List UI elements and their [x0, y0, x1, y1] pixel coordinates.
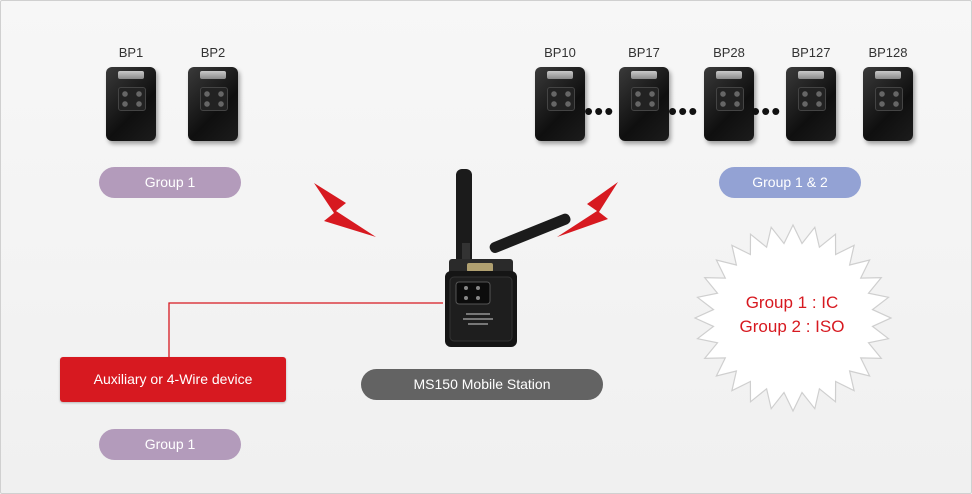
- beltpack-icon: [188, 67, 238, 141]
- beltpack-icon: [704, 67, 754, 141]
- group-definitions: Group 1 : IC Group 2 : ISO: [697, 291, 887, 339]
- beltpack-label: BP17: [628, 45, 660, 60]
- beltpack-icon: [863, 67, 913, 141]
- lightning-bolt-icon: [557, 182, 618, 237]
- beltpack-label: BP127: [791, 45, 831, 60]
- group-pill-right-top: Group 1 & 2: [719, 167, 861, 198]
- beltpack-label: BP10: [544, 45, 576, 60]
- beltpack-label: BP1: [118, 45, 144, 60]
- group-definition-1: Group 1 : IC: [745, 293, 839, 312]
- ellipsis-2: •••: [668, 96, 699, 126]
- beltpack-label: BP2: [200, 45, 226, 60]
- group-pill-bottom-left: Group 1: [99, 429, 241, 460]
- auxiliary-device-box: Auxiliary or 4-Wire device: [60, 357, 286, 402]
- beltpack-icon: [786, 67, 836, 141]
- starburst-shape: [693, 223, 893, 413]
- ellipsis-1: •••: [584, 96, 615, 126]
- group-pill-left-top: Group 1: [99, 167, 241, 198]
- beltpack-icon: [619, 67, 669, 141]
- beltpack-label: BP128: [868, 45, 908, 60]
- station-label-pill: MS150 Mobile Station: [361, 369, 603, 400]
- ellipsis-3: •••: [751, 96, 782, 126]
- beltpack-icon: [535, 67, 585, 141]
- beltpack-icon: [106, 67, 156, 141]
- connector-line: [168, 302, 443, 357]
- lightning-bolt-icon: [314, 183, 376, 237]
- mobile-station-icon: [445, 169, 571, 347]
- beltpack-label: BP28: [713, 45, 745, 60]
- group-definition-2: Group 2 : ISO: [739, 317, 845, 336]
